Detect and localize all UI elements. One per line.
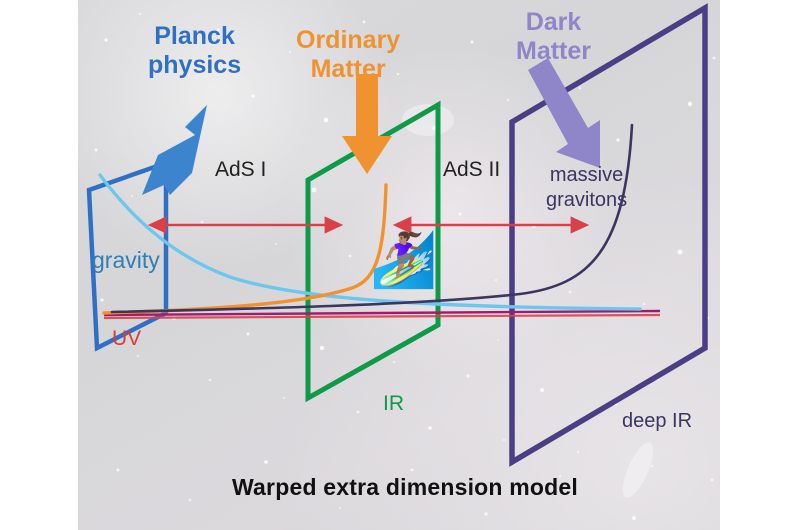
stars-layer [94, 12, 716, 520]
uv-brane [86, 159, 169, 352]
surfer-icon: 🏄🏽‍♀️ [370, 230, 438, 290]
dark-matter-arrow [528, 58, 600, 168]
dark-matter-wavefunction-curve [110, 123, 634, 314]
ir-brane-label: IR [383, 392, 404, 415]
magenta-baseline-curve [103, 309, 661, 317]
ads-one-label: AdS I [215, 158, 267, 181]
massive-gravitons-label: massive gravitons [546, 163, 627, 213]
ordinary-matter-line2: Matter [310, 55, 386, 83]
ordinary-matter-line1: Ordinary [296, 26, 401, 54]
starfield-background [78, 0, 720, 530]
dark-matter-line2: Matter [516, 37, 592, 65]
planck-physics-label: Planck physics [148, 22, 241, 80]
massive-gravitons-line2: gravitons [546, 189, 628, 211]
planck-physics-line2: physics [148, 51, 242, 79]
deep-ir-brane [509, 3, 708, 467]
figure-title: Warped extra dimension model [232, 474, 578, 500]
graviton-wavefunction-curve [98, 173, 642, 311]
planck-physics-line1: Planck [154, 22, 235, 50]
ordinary-matter-arrow [342, 74, 392, 174]
red-baseline-curve [103, 313, 661, 320]
ordinary-matter-label: Ordinary Matter [296, 26, 400, 84]
deep-ir-brane-label: deep IR [622, 410, 693, 432]
dark-matter-label: Dark Matter [516, 8, 591, 66]
ir-brane [305, 100, 441, 403]
dark-matter-line1: Dark [525, 8, 582, 36]
planck-physics-arrow [142, 105, 207, 195]
massive-gravitons-line1: massive [549, 164, 624, 186]
gravity-label: gravity [92, 247, 160, 273]
ads-two-label: AdS II [443, 158, 501, 181]
uv-brane-label: UV [112, 327, 142, 350]
